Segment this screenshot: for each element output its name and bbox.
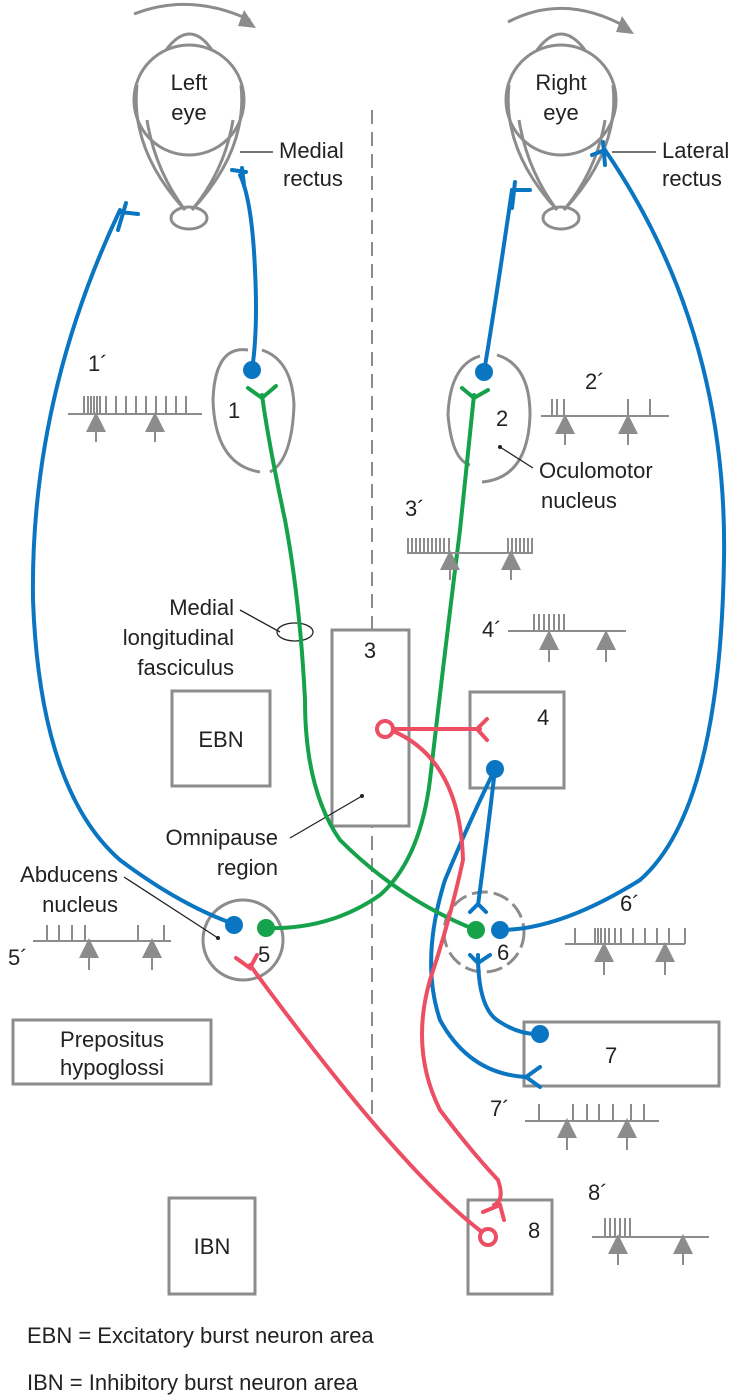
omnipause-to-box-8 — [391, 729, 503, 1207]
omnipause-neuron — [375, 719, 395, 739]
mlf-label-3: fasciculus — [137, 655, 234, 680]
abducens-5-outline — [201, 898, 285, 982]
right-oculomotor-motor-axon — [482, 188, 514, 374]
trace-3-label: 3´ — [405, 496, 425, 521]
ibn-to-abducens-5 — [248, 963, 484, 1234]
lateral-rectus-label-2: rectus — [662, 166, 722, 191]
nucleus-2-label: 2 — [496, 406, 508, 431]
nucleus-4-label: 4 — [537, 705, 549, 730]
oculomotor-1-motor-neuron — [243, 361, 261, 379]
trace-4-label: 4´ — [482, 617, 502, 642]
nucleus-8-label: 8 — [528, 1218, 540, 1243]
trace-1: 1´ — [68, 351, 202, 442]
right-eye: Right eye Lateral rectus — [504, 6, 729, 231]
ibn-label: IBN — [194, 1234, 231, 1259]
oculomotor-2-motor-neuron — [475, 363, 493, 381]
nucleus-1-outline — [211, 348, 261, 474]
trace-5: 5´ — [8, 925, 171, 970]
trace-2: 2´ — [541, 369, 669, 445]
prepositus-label-2: hypoglossi — [60, 1055, 164, 1080]
abducens-5-interneuron — [257, 919, 275, 937]
box-8 — [466, 1198, 554, 1296]
left-oculomotor-motor-axon — [238, 173, 258, 372]
left-eye-label-2: eye — [171, 100, 206, 125]
box-7 — [522, 1020, 721, 1088]
trace-6: 6´ — [565, 891, 686, 975]
left-abducens-motor-axon — [30, 208, 236, 926]
abducens-6-motor-neuron — [491, 921, 509, 939]
box-4 — [468, 690, 566, 790]
right-eye-label-2: eye — [543, 100, 578, 125]
trace-5-label: 5´ — [8, 945, 28, 970]
ebn-box — [170, 689, 272, 788]
ebn-label: EBN — [198, 727, 243, 752]
ibn-neuron — [478, 1227, 498, 1247]
nucleus-2-outline — [446, 354, 481, 467]
mlf-internuclear-axon-left — [260, 393, 478, 932]
nucleus-3-label: 3 — [364, 638, 376, 663]
trace-3: 3´ — [405, 496, 533, 580]
rotation-arrowhead-left-icon — [238, 10, 256, 28]
rotation-arrow-left-icon — [133, 2, 251, 22]
prepositus-box — [11, 1018, 213, 1086]
oculomotor-label-2: nucleus — [541, 488, 617, 513]
omnipause-label-2: region — [217, 855, 278, 880]
mlf-label-1: Medial — [169, 595, 234, 620]
nucleus-1-label: 1 — [228, 398, 240, 423]
left-eye: Left eye Medial rectus — [132, 2, 344, 231]
trace-2-label: 2´ — [585, 369, 605, 394]
prepositus-label-1: Prepositus — [60, 1027, 164, 1052]
trace-4: 4´ — [482, 614, 626, 662]
right-eye-label-1: Right — [535, 70, 586, 95]
right-abducens-motor-axon — [498, 148, 727, 932]
legend-ibn: IBN = Inhibitory burst neuron area — [27, 1370, 359, 1395]
left-lateral-synapse — [116, 201, 140, 232]
abducens-6-interneuron — [467, 921, 485, 939]
trace-8-label: 8´ — [588, 1180, 608, 1205]
nucleus-5-label: 5 — [258, 942, 270, 967]
trace-7-label: 7´ — [490, 1096, 510, 1121]
oculomotor-label-1: Oculomotor — [539, 458, 653, 483]
medial-rectus-label-1: Medial — [279, 138, 344, 163]
nucleus-7-label: 7 — [605, 1043, 617, 1068]
left-eye-label-1: Left — [171, 70, 208, 95]
nucleus-6-label: 6 — [497, 940, 509, 965]
abducens-5-motor-neuron — [225, 916, 243, 934]
abducens-label-1: Abducens — [20, 862, 118, 887]
mlf-marker — [276, 622, 314, 642]
mlf-label-2: longitudinal — [123, 625, 234, 650]
abducens-6-to-box-7 — [476, 953, 542, 1037]
legend-ebn: EBN = Excitatory burst neuron area — [27, 1323, 374, 1348]
rotation-arrowhead-right-icon — [616, 16, 634, 34]
trace-8: 8´ — [588, 1180, 709, 1265]
ibn-box — [167, 1196, 257, 1296]
trace-1-label: 1´ — [88, 351, 108, 376]
mlf-internuclear-axon-right — [264, 393, 476, 931]
box-4-axon-to-7 — [429, 767, 530, 1079]
abducens-label-2: nucleus — [42, 892, 118, 917]
trace-7: 7´ — [490, 1096, 659, 1150]
medial-rectus-label-2: rectus — [283, 166, 343, 191]
omnipause-label-1: Omnipause — [165, 825, 278, 850]
box-7-neuron — [531, 1025, 549, 1043]
trace-6-label: 6´ — [620, 891, 640, 916]
lateral-rectus-label-1: Lateral — [662, 138, 729, 163]
